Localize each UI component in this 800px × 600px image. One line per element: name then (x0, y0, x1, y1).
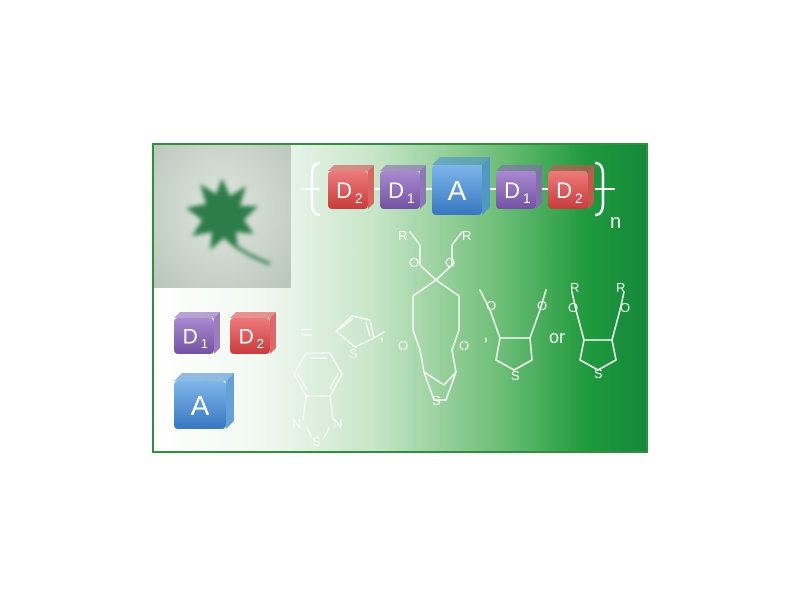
prodot-r-left: R (398, 228, 407, 243)
dat-r-right: R (616, 280, 625, 295)
dimethoxythiophene-structure: O O S (479, 289, 547, 383)
comma-1: , (379, 323, 385, 345)
chain-block-5-letter: D (556, 178, 572, 203)
btd-s: S (312, 434, 321, 449)
legend-d2-block-letter: D (239, 326, 254, 349)
prodot-o-top-right: O (445, 255, 455, 270)
prodot-s: S (432, 393, 441, 408)
btd-n-left: N (292, 416, 301, 431)
prodot-r-right: R (462, 228, 471, 243)
chain-block-4-letter: D (504, 178, 520, 203)
legend-a-block: A (174, 373, 234, 429)
acceptor-equals: = (248, 392, 261, 417)
dmot-o-right: O (537, 298, 547, 313)
chain-block-4-subscript: 1 (523, 191, 531, 206)
acceptor-legend: A (174, 373, 234, 429)
dmot-o-left: O (486, 298, 496, 313)
legend-a-block-letter: A (191, 390, 210, 421)
thiophene-structure: S (335, 315, 385, 361)
legend-d2-block-subscript: 2 (257, 336, 264, 351)
chain-block-3-letter: A (448, 175, 467, 206)
btd-n-right: N (333, 416, 342, 431)
chain-block-1-subscript: 2 (355, 191, 363, 206)
prodot-o-left: O (398, 338, 408, 353)
prodot-o-right: O (459, 338, 469, 353)
or-text: or (549, 327, 565, 347)
comma-2: , (483, 323, 489, 345)
dat-o-right: O (620, 300, 630, 315)
dialkoxythiophene-structure: O O R R S (568, 280, 630, 381)
chain-block-3: A (432, 157, 490, 215)
dat-r-left: R (570, 280, 579, 295)
chain-block-1-letter: D (336, 178, 352, 203)
legend-d1-block-subscript: 1 (201, 336, 208, 351)
legend-d1-block-letter: D (183, 326, 198, 349)
dat-s: S (594, 366, 603, 381)
prodot-o-top-left: O (409, 255, 419, 270)
maple-leaf-icon (186, 178, 271, 266)
thiophene-s: S (349, 346, 358, 361)
chain-block-5-subscript: 2 (575, 191, 583, 206)
chain-block-2-letter: D (388, 178, 404, 203)
benzothiadiazole-structure: N N S (292, 352, 343, 449)
repeat-index: n (610, 211, 621, 233)
donor-equals: = (300, 320, 313, 345)
prodot-structure: O O O O R R S (398, 228, 471, 408)
dmot-s: S (511, 368, 520, 383)
chain-block-2-subscript: 1 (407, 191, 415, 206)
dat-o-left: O (568, 300, 578, 315)
